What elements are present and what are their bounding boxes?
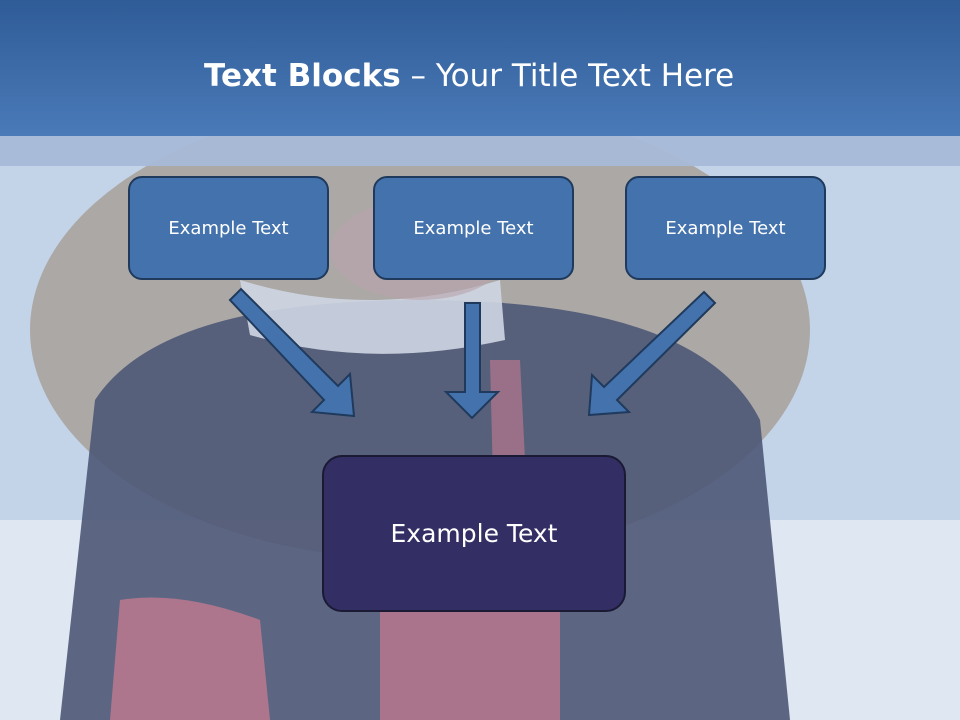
slide-title-bold: Text Blocks (204, 58, 401, 94)
text-block-1[interactable]: Example Text (128, 176, 329, 280)
title-bar (0, 0, 960, 136)
text-block-main[interactable]: Example Text (322, 455, 626, 612)
text-block-2-label: Example Text (413, 217, 534, 239)
slide-title-rest: – Your Title Text Here (400, 58, 735, 94)
text-block-3-label: Example Text (665, 217, 786, 239)
text-block-1-label: Example Text (168, 217, 289, 239)
text-block-3[interactable]: Example Text (625, 176, 826, 280)
title-sub-band (0, 136, 960, 166)
slide-title: Text Blocks – Your Title Text Here (204, 52, 734, 100)
text-block-2[interactable]: Example Text (373, 176, 574, 280)
text-block-main-label: Example Text (390, 519, 558, 548)
